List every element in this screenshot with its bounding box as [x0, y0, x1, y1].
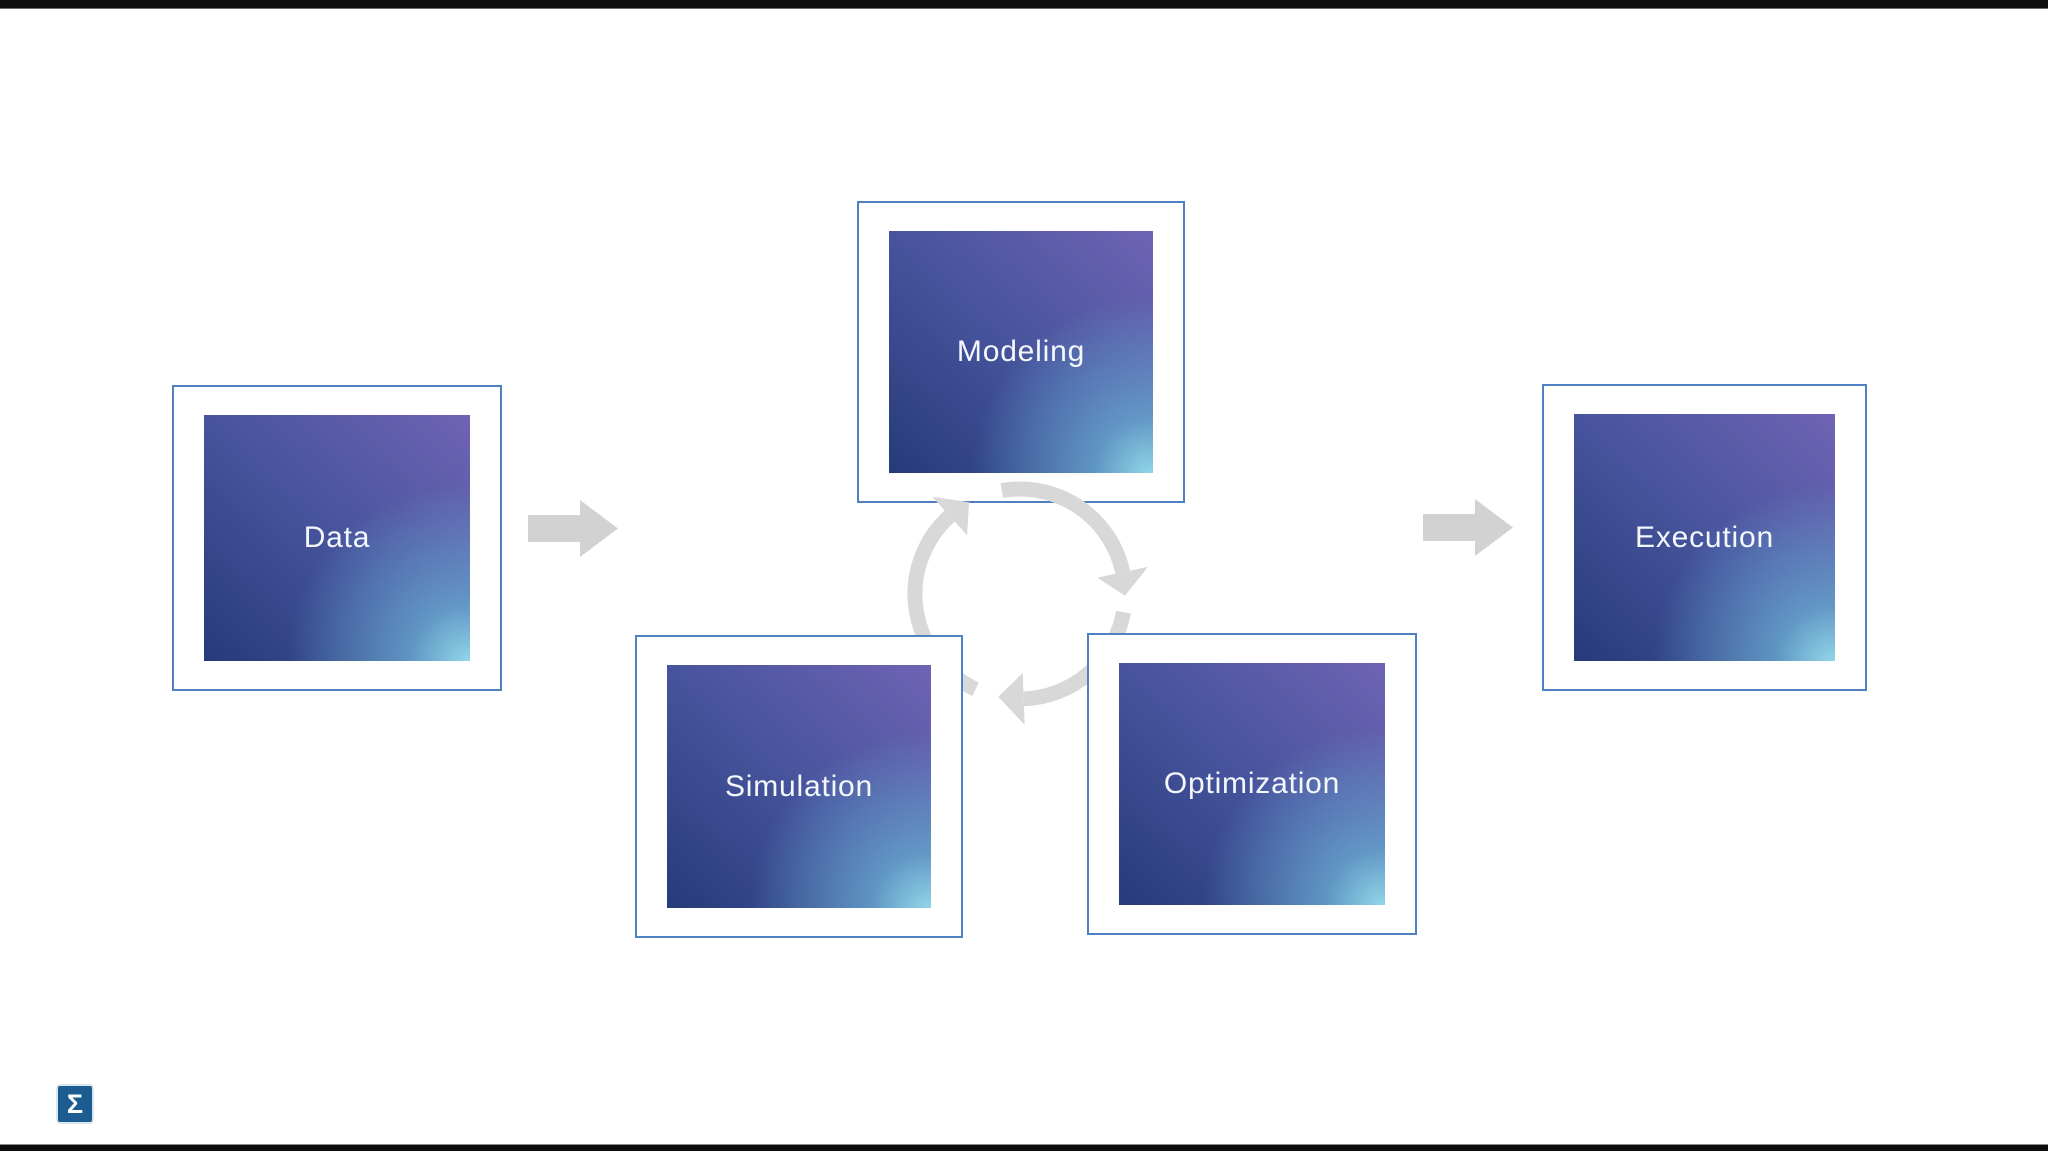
sigma-logo: Σ [58, 1086, 92, 1122]
process-node-data: Data [172, 385, 502, 691]
sigma-logo-glyph: Σ [66, 1088, 84, 1119]
flow-right-arrow-icon [1423, 499, 1513, 556]
process-node-simulation: Simulation [635, 635, 963, 938]
letterbox-top-bar [0, 0, 2048, 9]
node-tile-execution: Execution [1574, 414, 1835, 661]
node-tile-modeling: Modeling [889, 231, 1153, 473]
node-label-optimization: Optimization [1163, 767, 1341, 800]
node-label-data: Data [303, 521, 371, 554]
process-node-optimization: Optimization [1087, 633, 1417, 935]
flow-right-arrow-icon [528, 500, 618, 557]
process-node-execution: Execution [1542, 384, 1867, 691]
node-tile-simulation: Simulation [667, 665, 931, 908]
node-tile-data: Data [204, 415, 470, 661]
node-tile-optimization: Optimization [1119, 663, 1385, 905]
node-label-execution: Execution [1635, 520, 1774, 554]
node-label-modeling: Modeling [956, 335, 1086, 368]
process-node-modeling: Modeling [857, 201, 1185, 503]
node-label-simulation: Simulation [724, 769, 874, 803]
letterbox-bottom-bar [0, 1144, 2048, 1151]
